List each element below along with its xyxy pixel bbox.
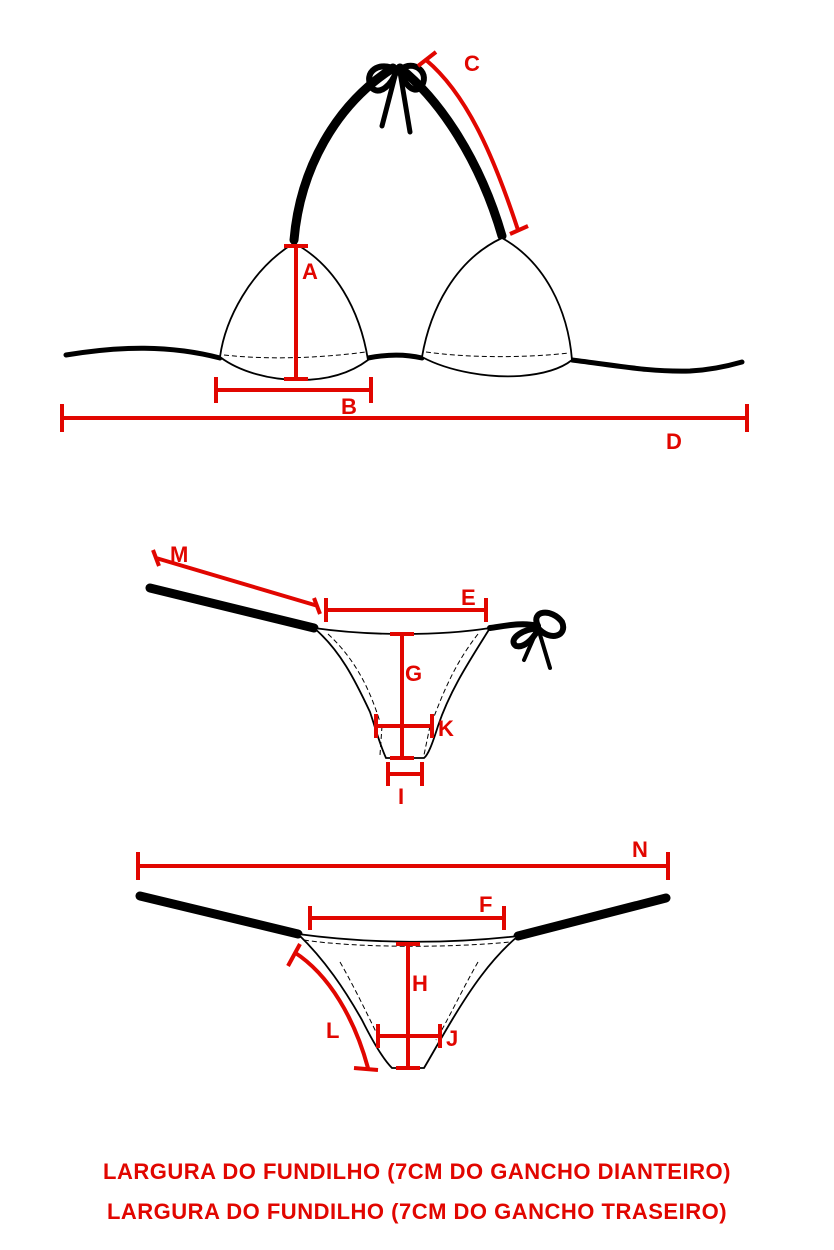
neck-bow-icon [366, 62, 427, 135]
note-back-crotch-width: LARGURA DO FUNDILHO (7CM DO GANCHO TRASE… [106, 1199, 728, 1224]
label-e: E [461, 585, 476, 610]
measure-i: I [386, 762, 424, 809]
band-left [63, 345, 223, 361]
measure-f: F [308, 892, 506, 930]
label-b: B [341, 394, 357, 419]
bikini-bottom-back [135, 891, 671, 1069]
label-a: A [302, 259, 318, 284]
note-front-crotch-width: LARGURA DO FUNDILHO (7CM DO GANCHO DIANT… [103, 1159, 731, 1184]
right-cup [421, 236, 573, 378]
label-l: L [326, 1018, 339, 1043]
back-strap-left [135, 891, 303, 939]
label-d: D [666, 429, 682, 454]
label-h: H [412, 971, 428, 996]
label-f: F [479, 892, 492, 917]
bikini-top [63, 62, 745, 381]
measure-e: E [324, 585, 488, 622]
front-panel-seam [327, 633, 479, 756]
measure-b: B [214, 377, 373, 419]
measure-m: M [151, 542, 322, 615]
back-strap-right [513, 893, 671, 941]
label-g: G [405, 661, 422, 686]
measure-g: G [390, 632, 422, 760]
measure-c: C [416, 50, 529, 236]
measure-j: J [376, 1024, 458, 1051]
label-k: K [438, 716, 454, 741]
measure-d: D [60, 404, 749, 454]
bikini-bottom-front [145, 583, 567, 759]
label-i: I [398, 784, 404, 809]
measure-h: H [396, 942, 428, 1070]
label-j: J [446, 1026, 458, 1051]
label-c: C [464, 51, 480, 76]
hip-bow-icon [487, 609, 567, 670]
halter-strap [289, 63, 507, 245]
label-m: M [170, 542, 188, 567]
measure-l: L [286, 943, 379, 1072]
band-right [569, 357, 745, 374]
measure-a: A [284, 244, 318, 381]
measure-n: N [136, 837, 670, 880]
band-center [365, 352, 425, 361]
label-n: N [632, 837, 648, 862]
measure-k: K [374, 714, 454, 741]
right-cup-seam [425, 351, 570, 358]
front-side-strap [145, 583, 319, 633]
